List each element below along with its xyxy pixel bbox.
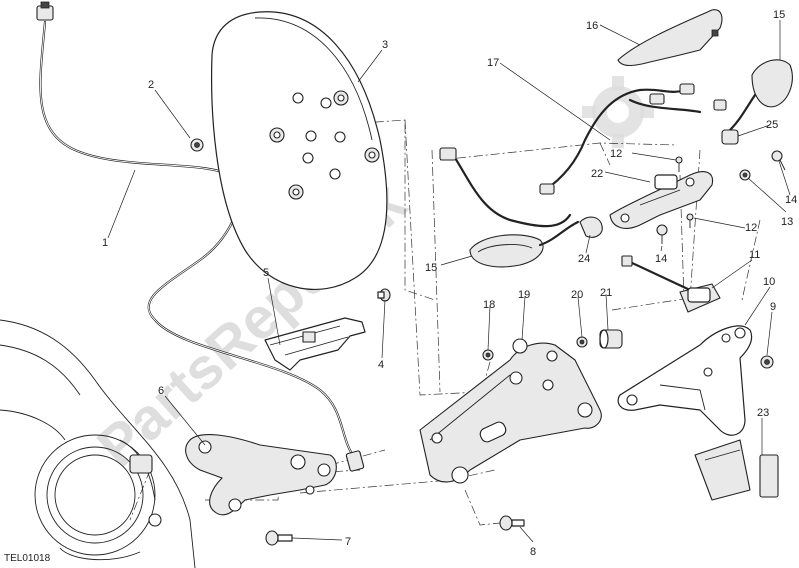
- callout-25: 25: [766, 119, 778, 131]
- grommet-25: [721, 129, 739, 145]
- callout-3: 3: [382, 39, 388, 51]
- grommet: [190, 138, 204, 152]
- callout-15-lower: 15: [425, 262, 437, 274]
- callout-4: 4: [378, 359, 384, 371]
- fasteners: [656, 150, 786, 244]
- callout-14-left: 14: [655, 253, 667, 265]
- clip-bracket: [264, 317, 366, 371]
- callout-22: 22: [591, 168, 603, 180]
- connector-wiring: [539, 83, 727, 195]
- screw-12-bottom: [686, 213, 694, 228]
- callout-18: 18: [483, 299, 495, 311]
- rubber-bush: [599, 329, 623, 349]
- nut-9: [760, 355, 774, 369]
- bolt-4: [377, 288, 391, 302]
- mount-bracket: [185, 434, 337, 516]
- screw-12-top: [675, 156, 683, 172]
- callout-19: 19: [518, 289, 530, 301]
- callout-1: 1: [102, 237, 108, 249]
- bolt-8: [499, 515, 525, 531]
- plate-holder-bracket: [419, 338, 602, 484]
- cover-16: [617, 9, 723, 67]
- turn-signal-right: [728, 59, 793, 132]
- callout-12-top: 12: [610, 148, 622, 160]
- callout-8: 8: [530, 546, 536, 558]
- callout-16: 16: [586, 20, 598, 32]
- callout-21: 21: [600, 287, 612, 299]
- bolt-7: [265, 530, 293, 546]
- callouts: 1 2 3 4 5 6 7 8 9 10 11 12 12 13 14 14 1…: [102, 9, 797, 558]
- callout-5: 5: [263, 267, 269, 279]
- callout-2: 2: [148, 79, 154, 91]
- callout-20: 20: [571, 289, 583, 301]
- callout-6: 6: [158, 385, 164, 397]
- callout-17: 17: [487, 57, 499, 69]
- nut-13: [739, 169, 751, 181]
- callout-7: 7: [345, 536, 351, 548]
- turn-signal-left: [439, 147, 580, 268]
- grommet-24: [579, 216, 603, 238]
- screw-14-right: [771, 150, 786, 171]
- callout-13: 13: [781, 216, 793, 228]
- reflector: [694, 439, 779, 501]
- frame-section: [0, 319, 196, 568]
- callout-10: 10: [763, 276, 775, 288]
- diagram-code: TEL01018: [4, 553, 51, 564]
- callout-12-bottom: 12: [745, 222, 757, 234]
- callout-14-right: 14: [785, 194, 797, 206]
- plate-support: [617, 325, 753, 436]
- light-bracket: [609, 171, 714, 229]
- callout-15-upper: 15: [773, 9, 785, 21]
- callout-23: 23: [757, 407, 769, 419]
- callout-24: 24: [578, 253, 590, 265]
- washer-20: [576, 336, 588, 348]
- license-light: [621, 255, 721, 313]
- screw-14-left: [656, 224, 668, 244]
- leader-lines: [107, 20, 791, 543]
- wiring-harness: [36, 1, 365, 472]
- rear-plate: [211, 11, 388, 291]
- callout-11: 11: [749, 249, 760, 261]
- nut-18: [482, 349, 494, 361]
- watermark-gear-icon: [582, 76, 654, 148]
- callout-9: 9: [770, 301, 776, 313]
